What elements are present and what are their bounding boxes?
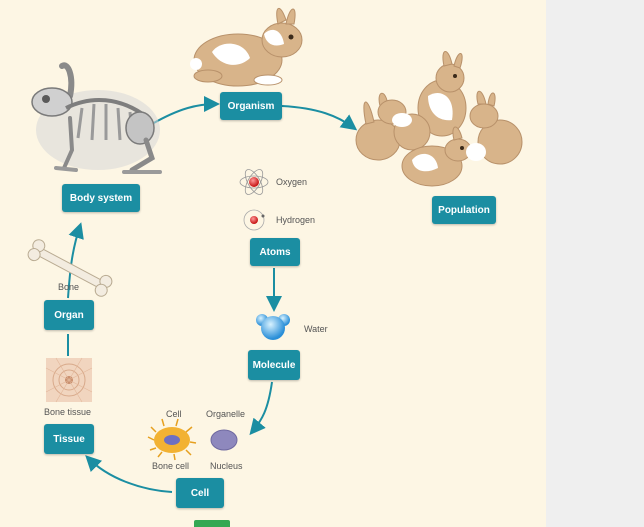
cell-box: Cell [176,478,224,508]
arrow-organ-to-body-system [67,222,84,299]
rabbit-population-illustration [355,51,523,187]
bone-cell-icon [147,418,197,461]
nucleus-icon [210,429,238,451]
bone-tissue-label: Bone tissue [44,407,92,417]
bone-cell-label: Bone cell [152,461,190,471]
atoms-box: Atoms [250,238,300,266]
water-label: Water [304,324,328,334]
oxygen-label: Oxygen [276,177,308,187]
diagram-artwork [27,8,523,527]
levels-of-organization-diagram: Organism Population Body system Atoms Mo… [0,0,546,527]
right-blank-panel [546,0,644,527]
nucleus-label: Nucleus [210,461,243,471]
hydrogen-atom-icon [243,209,265,231]
arrow-organism-to-population [281,105,358,131]
tissue-box: Tissue [44,424,94,454]
bone-label: Bone [58,282,80,292]
organ-box: Organ [44,300,94,330]
body-system-box: Body system [62,184,140,212]
molecule-box: Molecule [248,350,300,380]
organelle-label: Organelle [206,409,246,419]
organism-box: Organism [220,92,282,120]
bone-tissue-icon [45,357,93,403]
cell-top-label: Cell [166,409,182,419]
arrow-body-system-to-organism [151,96,220,125]
bone-icon [27,239,113,297]
rabbit-illustration [190,8,303,87]
population-box: Population [432,196,496,224]
oxygen-atom-icon [239,169,269,195]
rabbit-skeleton-illustration [31,62,162,174]
green-tab-icon [194,520,230,527]
hydrogen-label: Hydrogen [276,215,316,225]
water-molecule-icon [256,314,290,340]
arrow-molecule-to-organelle [249,381,273,436]
arrow-cell-to-tissue [85,455,173,493]
